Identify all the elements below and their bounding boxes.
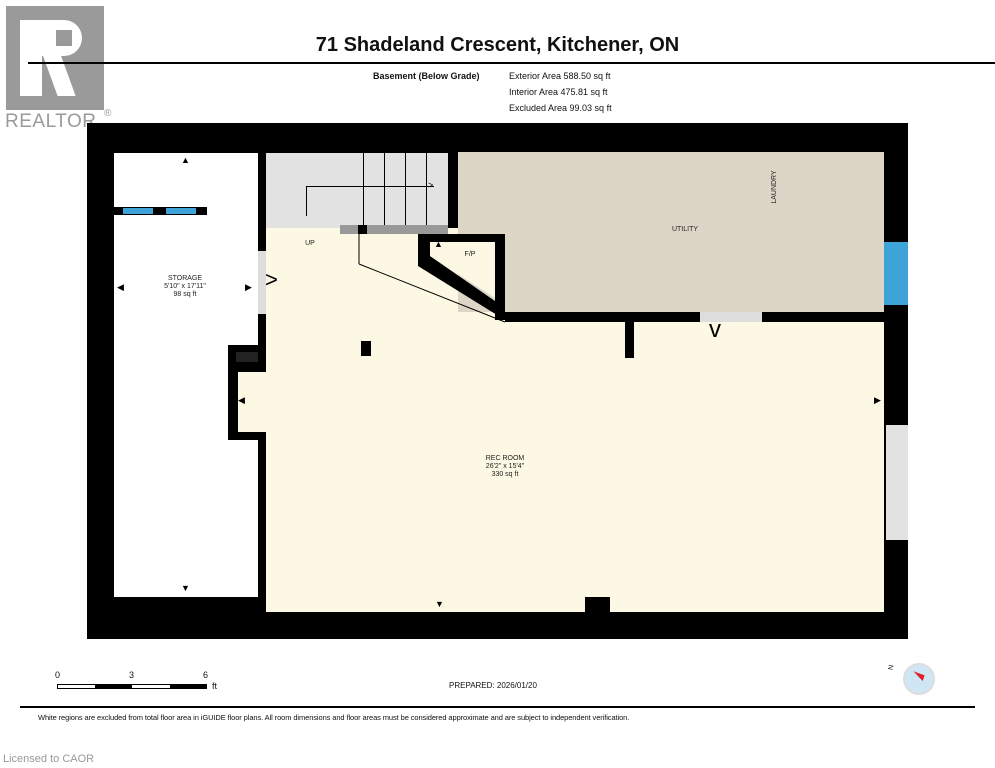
window-storage — [114, 207, 207, 215]
prepared-date: PREPARED: 2026/01/20 — [449, 681, 537, 690]
scale-unit: ft — [212, 681, 218, 691]
area-exterior: Exterior Area 588.50 sq ft — [509, 71, 611, 81]
scale-tick: 0 — [55, 670, 61, 680]
room-dims: 5'10" x 17'11" — [164, 283, 206, 290]
disclaimer: White regions are excluded from total fl… — [38, 713, 630, 722]
storage-label: STORAGE 5'10" x 17'11" 98 sq ft — [130, 275, 240, 299]
area-excluded: Excluded Area 99.03 sq ft — [509, 103, 612, 113]
window-right — [884, 242, 908, 305]
room-area: 98 sq ft — [173, 291, 197, 298]
scale-bar — [57, 684, 207, 689]
room-dims: 26'2" x 15'4" — [485, 463, 525, 470]
stair-area: > — [266, 153, 448, 228]
registered-mark: ® — [104, 108, 112, 119]
arrow-down-icon: ▼ — [181, 583, 190, 593]
laundry-label: LAUNDRY — [771, 170, 778, 204]
door-swing-icon: v — [709, 316, 721, 343]
utility-door[interactable] — [700, 312, 762, 322]
arrow-left-icon: ◀ — [117, 282, 124, 292]
rec-room-label: REC ROOM 26'2" x 15'4" 330 sq ft — [450, 455, 560, 479]
license-text: Licensed to CAOR — [3, 753, 95, 765]
storage-door[interactable] — [258, 251, 266, 314]
fireplace-walls — [358, 234, 506, 323]
up-label: UP — [305, 240, 315, 247]
arrow-right-icon: ▶ — [874, 395, 881, 405]
fp-label: F/P — [464, 251, 476, 258]
compass-icon — [903, 663, 935, 695]
arrow-down-icon: ▼ — [435, 599, 444, 609]
utility-floor — [458, 152, 884, 312]
arrow-left-icon: ◀ — [238, 395, 245, 405]
room-name: STORAGE — [167, 275, 203, 282]
utility-label: UTILITY — [671, 226, 699, 233]
arrow-up-icon: ▲ — [181, 155, 190, 165]
arrow-up-icon: ▲ — [434, 239, 443, 249]
opening-right — [886, 425, 908, 540]
stair-direction-arrow-icon: > — [428, 180, 434, 190]
area-interior: Interior Area 475.81 sq ft — [509, 87, 608, 97]
footer-divider — [20, 706, 975, 708]
scale-tick: 6 — [203, 670, 209, 680]
scale-tick: 3 — [129, 670, 135, 680]
compass-north-label: N — [887, 664, 896, 671]
room-area: 330 sq ft — [491, 471, 519, 478]
room-name: REC ROOM — [485, 455, 525, 462]
page-title: 71 Shadeland Crescent, Kitchener, ON — [315, 34, 680, 56]
realtor-logo — [6, 6, 104, 110]
header-divider — [28, 62, 995, 64]
realtor-logo-text: REALTOR — [5, 111, 97, 132]
level-label: Basement (Below Grade) — [373, 71, 480, 81]
arrow-right-icon: ▶ — [245, 282, 252, 292]
door-swing-icon: > — [265, 267, 278, 292]
